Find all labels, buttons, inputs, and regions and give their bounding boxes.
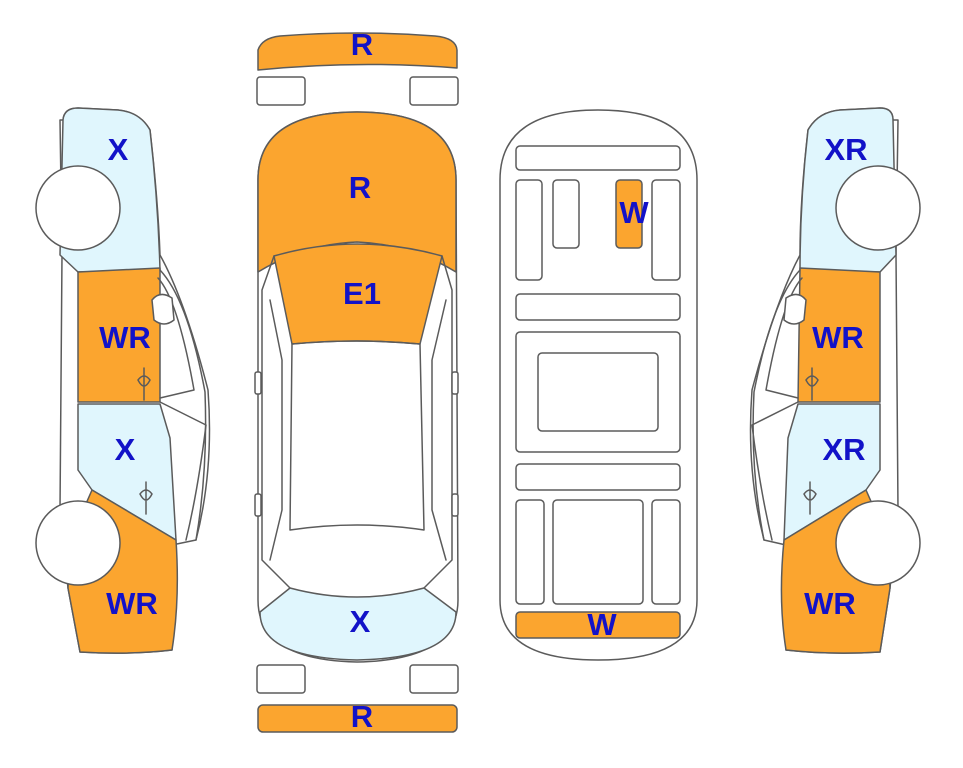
rear-bumper[interactable]: [257, 704, 458, 733]
underbody-cross-1: [515, 293, 681, 321]
rear-window-label: X: [350, 604, 371, 639]
left-handle-top: [254, 493, 262, 517]
damage-labels: R R E1 X R X WR X WR XR WR XR WR W W: [99, 27, 867, 734]
underbody-left-inner: [552, 179, 580, 249]
left-side-view: [35, 107, 211, 654]
underbody-front-label: W: [619, 195, 649, 230]
right-front-handle: [805, 367, 819, 401]
left-front-door-label: WR: [99, 320, 151, 355]
right-handle-top: [451, 493, 459, 517]
left-window-outline: [159, 269, 207, 541]
right-front-door-label: WR: [812, 320, 864, 355]
left-rear-door-label: X: [115, 432, 136, 467]
underbody-view: [499, 109, 698, 661]
left-mirror: [151, 293, 175, 325]
front-right-light: [409, 76, 459, 106]
right-side-view: [749, 107, 921, 654]
right-rear-quarter-label: WR: [804, 586, 856, 621]
right-rear-wheel: [835, 500, 921, 586]
underbody-front-bar: [515, 145, 681, 171]
underbody-rear-left: [515, 499, 545, 605]
underbody-rear-center: [552, 499, 644, 605]
left-a-pillar: [261, 255, 291, 589]
hood-label: R: [349, 170, 371, 205]
right-mirror: [783, 293, 807, 325]
right-front-fender-label: XR: [824, 132, 867, 167]
right-a-pillar: [423, 255, 453, 589]
left-window-inner: [157, 277, 195, 399]
left-front-handle: [137, 367, 151, 401]
underbody-outline: [499, 109, 698, 661]
left-rear-quarter-label: WR: [106, 586, 158, 621]
right-mirror-top: [451, 371, 459, 395]
front-bumper-label: R: [351, 27, 373, 62]
underbody-cross-2: [515, 463, 681, 491]
rear-window[interactable]: [259, 587, 457, 661]
underbody-rear-section[interactable]: [515, 611, 681, 639]
right-side-window: [431, 299, 447, 561]
top-view: [254, 32, 459, 733]
right-b-pillar: [751, 401, 799, 541]
front-left-light: [256, 76, 306, 106]
right-front-wheel: [835, 165, 921, 251]
cabin-outline: [289, 340, 425, 531]
underbody-center-frame: [515, 331, 681, 453]
right-window-outline: [752, 269, 801, 541]
front-bumper[interactable]: [257, 32, 458, 71]
left-rear-handle: [139, 481, 153, 515]
underbody-front-section[interactable]: [615, 179, 643, 249]
rear-left-light: [256, 664, 306, 694]
underbody-left-rail: [515, 179, 543, 281]
underbody-rear-right: [651, 499, 681, 605]
left-mirror-top: [254, 371, 262, 395]
right-rear-handle: [803, 481, 817, 515]
underbody-right-rail: [651, 179, 681, 281]
underbody-rear-label: W: [587, 607, 617, 642]
left-front-fender-label: X: [108, 132, 129, 167]
left-b-pillar: [159, 401, 207, 541]
left-front-wheel: [35, 165, 121, 251]
underbody-center-panel: [537, 352, 659, 432]
left-side-window: [269, 299, 283, 561]
right-window-inner: [765, 277, 803, 399]
right-rear-door-label: XR: [822, 432, 865, 467]
rear-right-light: [409, 664, 459, 694]
rear-bumper-label: R: [351, 699, 373, 734]
windshield-label: E1: [343, 276, 381, 311]
left-rear-wheel: [35, 500, 121, 586]
